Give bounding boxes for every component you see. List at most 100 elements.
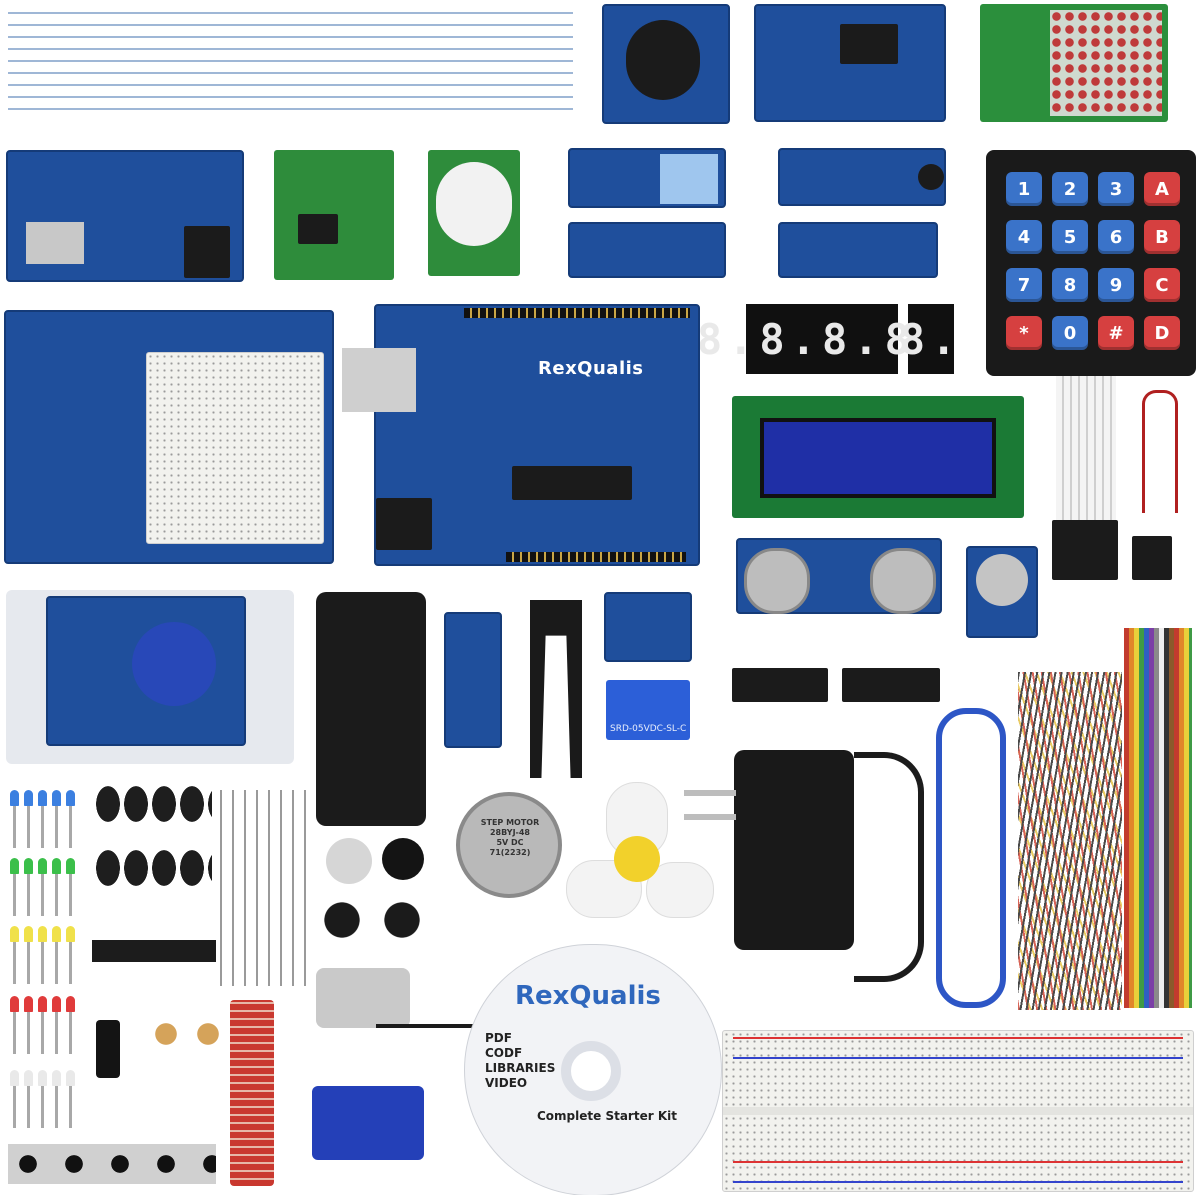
- keypad-key: 5: [1052, 220, 1088, 254]
- led-lead: [41, 806, 44, 848]
- led: [10, 858, 19, 874]
- gas-sensor-module: [966, 546, 1038, 638]
- fan-propeller: [566, 782, 716, 932]
- led-lead: [69, 1012, 72, 1054]
- led-lead: [27, 806, 30, 848]
- fan-blade-right: [646, 862, 714, 918]
- microphone: [918, 164, 944, 190]
- led: [38, 926, 47, 942]
- led: [52, 1070, 61, 1086]
- ir-receiver-module: [444, 612, 502, 748]
- keypad-key: C: [1144, 268, 1180, 302]
- power-adapter: [734, 750, 854, 950]
- motor-driver-ic: [842, 668, 940, 702]
- led-lead: [13, 1012, 16, 1054]
- led-lead: [41, 942, 44, 984]
- passive-buzzer: [326, 838, 372, 884]
- potentiometers: [320, 898, 424, 942]
- adapter-cable: [854, 752, 924, 982]
- mini-breadboard: [146, 352, 324, 544]
- led-lead: [55, 942, 58, 984]
- lcd-module: [732, 396, 1024, 518]
- led-lead: [41, 874, 44, 916]
- keypad-key: 0: [1052, 316, 1088, 350]
- led-lead: [13, 874, 16, 916]
- photoresistors: [146, 1020, 226, 1050]
- led-lead: [55, 806, 58, 848]
- keypad-ribbon-cable: [1056, 376, 1116, 520]
- ultrasonic-left-eye: [744, 548, 810, 614]
- led-lead: [69, 942, 72, 984]
- led-lead: [69, 806, 72, 848]
- gas-sensor: [976, 554, 1028, 606]
- led-lead: [55, 874, 58, 916]
- led: [66, 858, 75, 874]
- prototype-shield: [4, 310, 334, 564]
- led: [24, 926, 33, 942]
- led: [10, 1070, 19, 1086]
- keypad-key: #: [1098, 316, 1134, 350]
- led-lead: [41, 1012, 44, 1054]
- led: [38, 1070, 47, 1086]
- led: [66, 926, 75, 942]
- led-lead: [27, 1012, 30, 1054]
- dc-barrel-jack: [376, 498, 432, 550]
- breadboard: [722, 1030, 1194, 1192]
- keypad-key: 2: [1052, 172, 1088, 206]
- atmega-chip: [512, 466, 632, 500]
- cd-title: Complete Starter Kit: [537, 1109, 677, 1123]
- header-pins-top: [464, 308, 690, 318]
- shift-register-ic: [732, 668, 828, 702]
- rotary-encoder-module: [778, 222, 938, 278]
- sound-sensor-module: [778, 148, 946, 206]
- rtc-chip: [840, 24, 898, 64]
- soil-moisture-sensor: [530, 600, 582, 778]
- led-matrix-module: [980, 4, 1168, 122]
- led: [10, 790, 19, 806]
- led-lead: [27, 942, 30, 984]
- power-supply-module: [6, 150, 244, 282]
- keypad-key: B: [1144, 220, 1180, 254]
- push-buttons: [8, 1144, 216, 1184]
- battery-clip: [1128, 390, 1188, 610]
- jumper-wires: [1018, 672, 1122, 1010]
- led-matrix: [1050, 10, 1162, 116]
- keypad-key: *: [1006, 316, 1042, 350]
- stepper-motor: STEP MOTOR 28BYJ-48 5V DC 71(2232): [456, 792, 562, 898]
- led: [24, 1070, 33, 1086]
- software-cd: RexQualis PDF CODF LIBRARIES VIDEO Compl…: [464, 944, 722, 1195]
- transistors: [92, 940, 216, 1010]
- keypad-key: 1: [1006, 172, 1042, 206]
- cd-center-hole: [561, 1041, 621, 1101]
- rfid-reader: [46, 596, 246, 746]
- breadboard-power-rail-bottom-red: [733, 1161, 1183, 1163]
- usb-b-port: [342, 348, 416, 412]
- led-lead: [13, 942, 16, 984]
- keypad-key: 8: [1052, 268, 1088, 302]
- usb-port: [26, 222, 84, 264]
- keypad-key: 4: [1006, 220, 1042, 254]
- fan-hub: [614, 836, 660, 882]
- active-buzzer: [382, 838, 424, 880]
- cd-content-list: PDF CODF LIBRARIES VIDEO: [485, 1031, 556, 1090]
- battery-clip-head: [1132, 536, 1172, 580]
- rtc-module: [754, 4, 946, 122]
- led-lead: [41, 1086, 44, 1128]
- led: [52, 858, 61, 874]
- keypad-key: 3: [1098, 172, 1134, 206]
- keypad-key: D: [1144, 316, 1180, 350]
- led: [10, 996, 19, 1012]
- ir-remote: [316, 592, 426, 826]
- led-lead: [69, 874, 72, 916]
- led-lead: [27, 874, 30, 916]
- joystick-knob: [626, 20, 700, 100]
- led: [24, 858, 33, 874]
- breadboard-power-rail-bottom-blue: [733, 1181, 1183, 1183]
- keypad-connector: [1052, 520, 1118, 580]
- servo-motor: [312, 1086, 424, 1160]
- four-digit-seven-segment: 8.8.8.8.: [697, 304, 941, 374]
- led-lead: [13, 806, 16, 848]
- led: [38, 858, 47, 874]
- relay-label: SRD-05VDC-SL-C: [610, 724, 687, 734]
